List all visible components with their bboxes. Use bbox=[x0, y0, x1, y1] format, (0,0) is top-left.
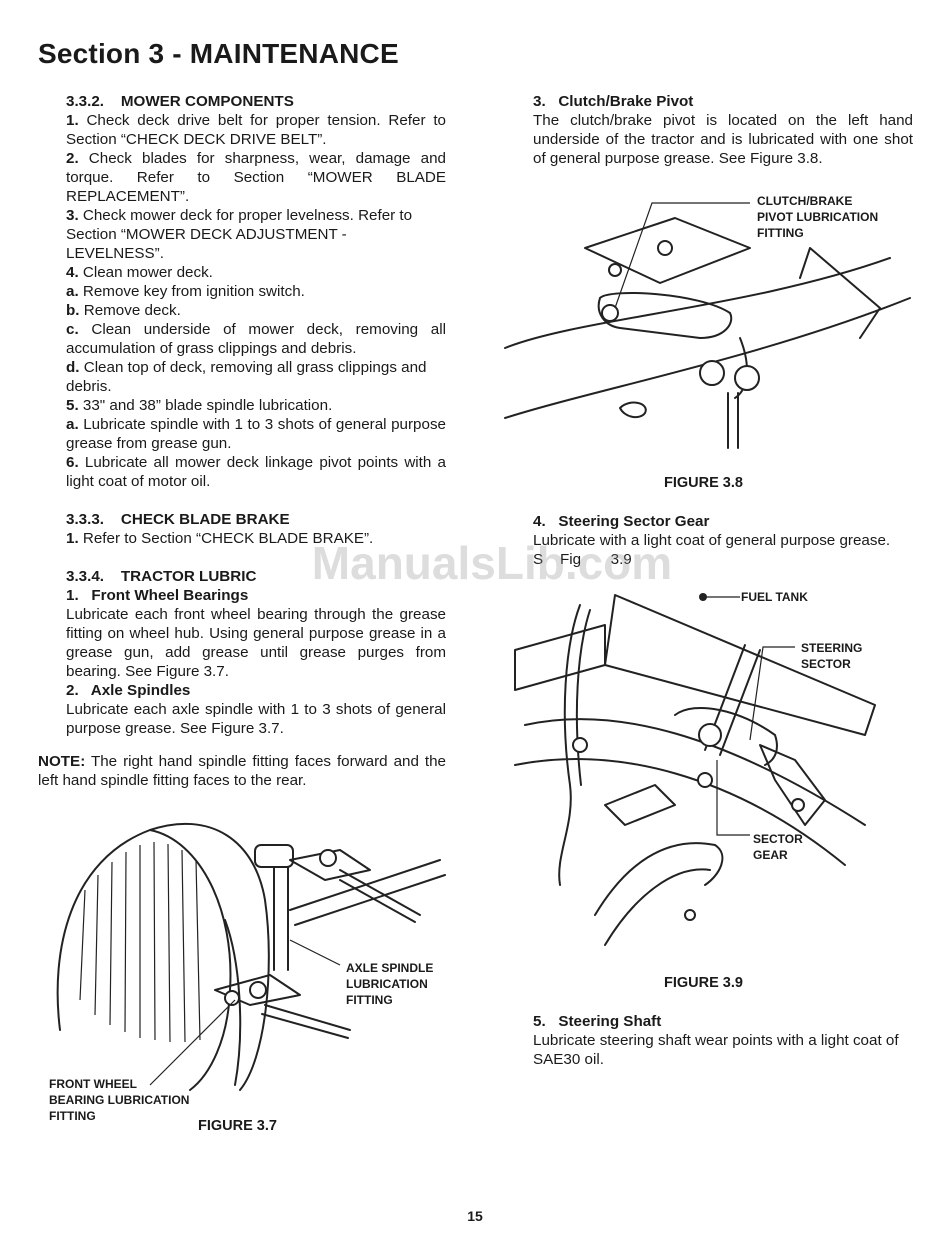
item-marker: a. bbox=[66, 283, 79, 300]
paragraph-axle-spindles: Lubricate each axle spindle with 1 to 3 … bbox=[66, 701, 446, 737]
callout-line: GEAR bbox=[753, 848, 788, 862]
list-item: d. Clean top of deck, removing all grass… bbox=[66, 358, 446, 396]
subheading-axle-spindles: 2. Axle Spindles bbox=[66, 682, 191, 699]
list-item: a. Lubricate spindle with 1 to 3 shots o… bbox=[66, 415, 446, 453]
paragraph-clutch-brake-pivot: The clutch/brake pivot is located on the… bbox=[533, 112, 913, 167]
item-text: Lubricate spindle with 1 to 3 shots of g… bbox=[66, 416, 446, 452]
section-heading-tractor-lubrication: 3.3.4. TRACTOR LUBRIC bbox=[66, 568, 257, 585]
note-paragraph: NOTE: The right hand spindle fitting fac… bbox=[38, 752, 446, 790]
figure-3-8-illustration bbox=[504, 202, 911, 449]
item-marker: 2. bbox=[66, 150, 79, 167]
callout-line: FITTING bbox=[346, 993, 393, 1007]
item-text: 33" and 38” blade spindle lubrication. bbox=[78, 397, 333, 414]
callout-line: SECTOR bbox=[801, 657, 851, 671]
callout-line: FITTING bbox=[49, 1109, 96, 1123]
subheading-steering-shaft: 5. Steering Shaft bbox=[533, 1013, 662, 1030]
list-item: b. Remove deck. bbox=[66, 301, 446, 320]
item-marker: c. bbox=[66, 321, 79, 338]
paragraph-steering-sector-gear-ref: S Fig 3.9 bbox=[533, 551, 632, 568]
figure-3-7: AXLE SPINDLE LUBRICATION FITTING FRONT W… bbox=[40, 800, 460, 1140]
right-column: 3. Clutch/Brake Pivot The clutch/brake p… bbox=[533, 92, 913, 168]
page-title: Section 3 - MAINTENANCE bbox=[38, 38, 399, 69]
callout-sector-gear: SECTOR GEAR bbox=[753, 831, 803, 863]
item-marker: 6. bbox=[66, 454, 79, 471]
callout-front-wheel-bearing: FRONT WHEEL BEARING LUBRICATION FITTING bbox=[49, 1076, 189, 1124]
item-text: Lubricate all mower deck linkage pivot p… bbox=[66, 454, 446, 490]
item-text: Check deck drive belt for proper tension… bbox=[66, 112, 446, 148]
item-text: Clean top of deck, removing all grass cl… bbox=[66, 359, 427, 395]
item-marker: d. bbox=[66, 359, 80, 376]
callout-line: STEERING bbox=[801, 641, 863, 655]
item-text: Check mower deck for proper levelness. R… bbox=[66, 207, 413, 262]
note-label: NOTE: bbox=[38, 753, 86, 770]
paragraph-steering-shaft: Lubricate steering shaft wear points wit… bbox=[533, 1032, 899, 1068]
callout-axle-spindle: AXLE SPINDLE LUBRICATION FITTING bbox=[346, 960, 433, 1008]
callout-line: AXLE SPINDLE bbox=[346, 961, 434, 975]
item-marker: 4. bbox=[66, 264, 79, 281]
callout-line: LUBRICATION bbox=[346, 977, 428, 991]
figure-3-8-caption: FIGURE 3.8 bbox=[664, 475, 743, 491]
figure-3-8: CLUTCH/BRAKE PIVOT LUBRICATION FITTING F… bbox=[500, 188, 920, 498]
section-heading-check-blade-brake: 3.3.3. CHECK BLADE BRAKE bbox=[66, 511, 290, 528]
callout-line: CLUTCH/BRAKE bbox=[757, 194, 853, 208]
item-text: Check blades for sharpness, wear, damage… bbox=[66, 150, 446, 205]
left-column: 3.3.2. MOWER COMPONENTS 1. Check deck dr… bbox=[66, 92, 446, 738]
item-text: Remove key from ignition switch. bbox=[78, 283, 305, 300]
paragraph-steering-sector-gear: Lubricate with a light coat of general p… bbox=[533, 532, 891, 549]
list-item: 1. Check deck drive belt for proper tens… bbox=[66, 111, 446, 149]
figure-3-9-illustration bbox=[514, 593, 876, 946]
right-column-steering-sector: 4. Steering Sector Gear Lubricate with a… bbox=[533, 512, 913, 569]
section-heading-mower-components: 3.3.2. MOWER COMPONENTS bbox=[66, 93, 294, 110]
note-text: The right hand spindle fitting faces for… bbox=[38, 753, 446, 789]
item-text: Refer to Section “CHECK BLADE BRAKE”. bbox=[78, 530, 374, 547]
list-item: a. Remove key from ignition switch. bbox=[66, 282, 446, 301]
page-number: 15 bbox=[467, 1208, 483, 1224]
list-item: c. Clean underside of mower deck, removi… bbox=[66, 320, 446, 358]
list-item: 4. Clean mower deck. bbox=[66, 263, 446, 282]
list-item: 6. Lubricate all mower deck linkage pivo… bbox=[66, 453, 446, 491]
callout-line: PIVOT LUBRICATION bbox=[757, 210, 879, 224]
item-marker: b. bbox=[66, 302, 80, 319]
subheading-steering-sector-gear: 4. Steering Sector Gear bbox=[533, 513, 710, 530]
callout-steering-sector: STEERING SECTOR bbox=[801, 640, 862, 672]
item-marker: a. bbox=[66, 416, 79, 433]
item-marker: 5. bbox=[66, 397, 79, 414]
list-item: 3. Check mower deck for proper levelness… bbox=[66, 206, 446, 263]
item-marker: 1. bbox=[66, 112, 79, 129]
figure-3-7-illustration bbox=[56, 822, 446, 1091]
callout-line: FRONT WHEEL bbox=[49, 1077, 137, 1091]
item-text: Remove deck. bbox=[79, 302, 181, 319]
figure-3-9-caption: FIGURE 3.9 bbox=[664, 975, 743, 991]
paragraph-front-wheel-bearings: Lubricate each front wheel bearing throu… bbox=[66, 606, 446, 680]
callout-fuel-tank: FUEL TANK bbox=[741, 590, 808, 604]
subheading-clutch-brake-pivot: 3. Clutch/Brake Pivot bbox=[533, 93, 694, 110]
callout-clutch-brake-pivot: CLUTCH/BRAKE PIVOT LUBRICATION FITTING bbox=[757, 193, 878, 241]
callout-line: SECTOR bbox=[753, 832, 803, 846]
figure-3-7-caption: FIGURE 3.7 bbox=[198, 1118, 277, 1134]
callout-line: BEARING LUBRICATION bbox=[49, 1093, 190, 1107]
callout-line: FITTING bbox=[757, 226, 804, 240]
item-text: Clean underside of mower deck, removing … bbox=[66, 321, 446, 357]
item-marker: 1. bbox=[66, 530, 79, 547]
figure-3-9: FUEL TANK STEERING SECTOR SECTOR GEAR FI… bbox=[505, 585, 925, 1005]
item-text: Clean mower deck. bbox=[78, 264, 213, 281]
list-item: 5. 33" and 38” blade spindle lubrication… bbox=[66, 396, 446, 415]
right-column-steering-shaft: 5. Steering Shaft Lubricate steering sha… bbox=[533, 1012, 913, 1069]
list-item: 2. Check blades for sharpness, wear, dam… bbox=[66, 149, 446, 206]
item-marker: 3. bbox=[66, 207, 79, 224]
subheading-front-wheel-bearings: 1. Front Wheel Bearings bbox=[66, 587, 249, 604]
list-item: 1. Refer to Section “CHECK BLADE BRAKE”. bbox=[66, 529, 446, 548]
